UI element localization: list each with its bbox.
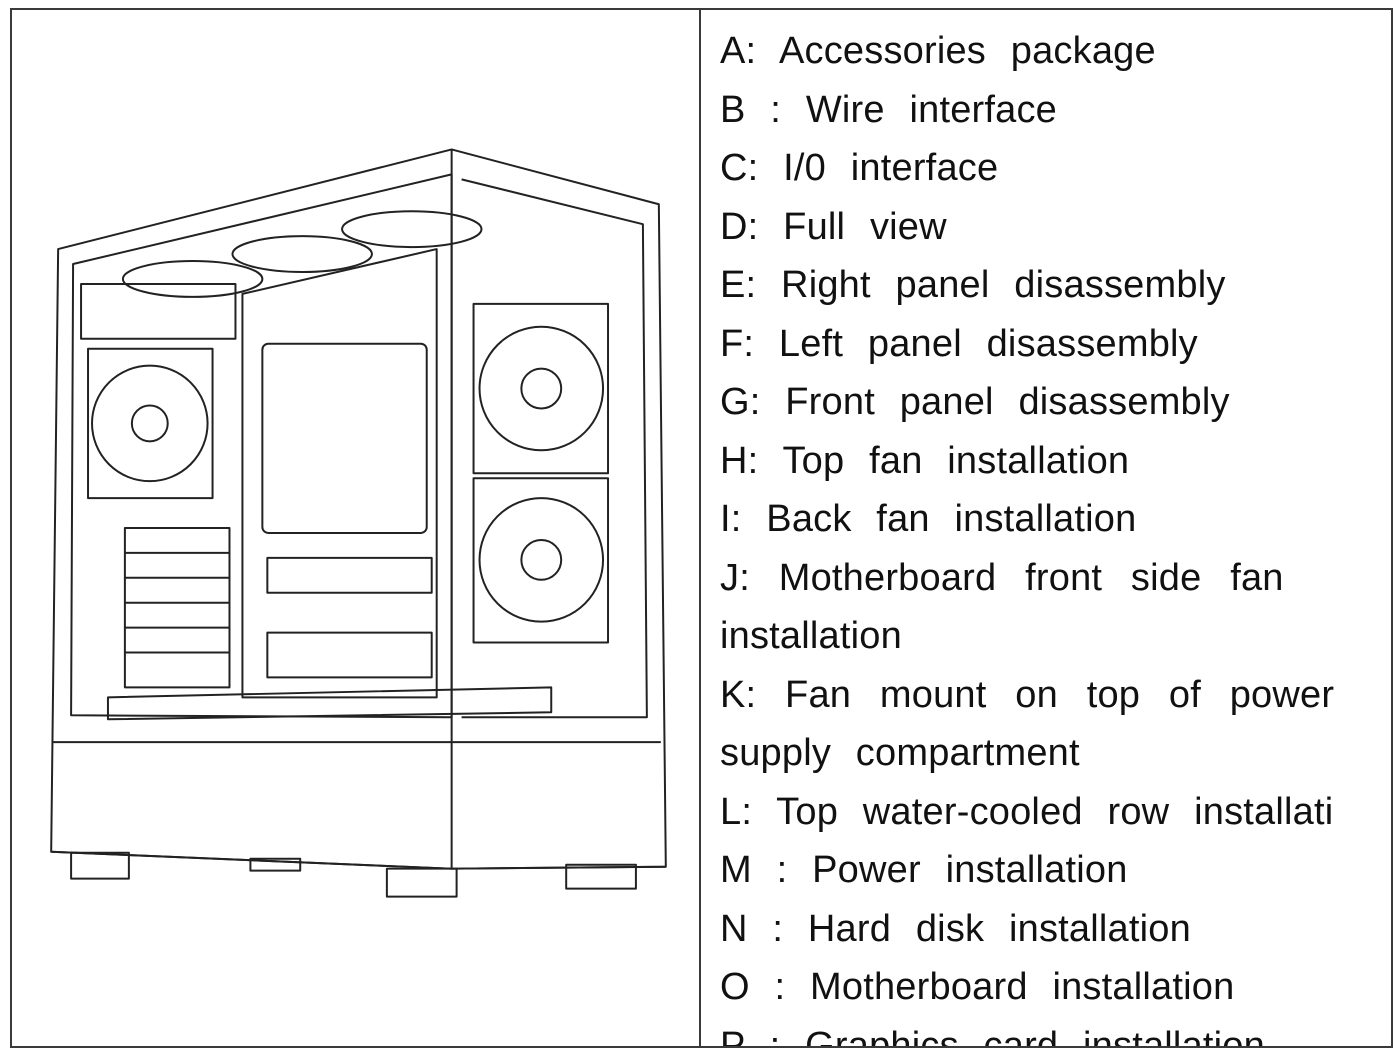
legend-item-i: I: Back fan installation (720, 498, 1137, 540)
front-fan-1-hub (520, 367, 563, 410)
legend-item-m: M : Power installation (720, 849, 1128, 891)
case-outline (50, 148, 667, 870)
rear-fan-ring (91, 364, 209, 483)
case-foot-1 (70, 851, 130, 880)
cpu-cutout (261, 342, 428, 534)
rear-fan-frame (87, 347, 214, 500)
legend-item-p: P : Graphics card installation (720, 1024, 1265, 1048)
legend-item-o: O : Motherboard installation (720, 966, 1235, 1008)
legend-item-d: D: Full view (720, 205, 947, 248)
pci-slot-bracket (123, 527, 231, 689)
front-fan-2-ring (478, 497, 605, 623)
shroud-bottom-line (51, 850, 666, 870)
side-glass-panel (70, 173, 453, 719)
legend-item-c: C: I/0 interface (720, 147, 999, 189)
front-glass-panel (461, 178, 648, 719)
front-fan-1-ring (478, 325, 605, 452)
legend-item-f: F: Left panel disassembly (720, 322, 1198, 365)
legend-item-n: N : Hard disk installation (720, 907, 1191, 950)
legend-item-j-continued: installation (720, 615, 902, 657)
pc-case-illustration (12, 10, 699, 1046)
cable-cutout-middle (266, 556, 433, 594)
legend-item-j: J: Motherboard front side fan (720, 556, 1284, 599)
shroud-fan-strip (106, 686, 553, 721)
parts-legend: A: Accessories package B : Wire interfac… (720, 22, 1391, 1048)
front-fan-1-frame (472, 302, 610, 475)
case-foot-4 (565, 863, 637, 890)
pc-case-drawing (50, 148, 667, 898)
legend-item-e: E: Right panel disassembly (720, 264, 1226, 306)
legend-item-g: G: Front panel disassembly (720, 381, 1230, 423)
top-fan-1 (121, 260, 264, 298)
legend-item-k: K: Fan mount on top of power (720, 673, 1335, 716)
column-divider (699, 10, 701, 1046)
legend-item-a: A: Accessories package (720, 30, 1156, 72)
legend-item-l: L: Top water-cooled row installati (720, 790, 1334, 833)
top-fan-3 (341, 210, 483, 249)
legend-item-b: B : Wire interface (720, 88, 1058, 131)
rear-vent-top (80, 282, 237, 340)
top-fan-2 (231, 235, 373, 273)
case-foot-3 (385, 867, 458, 898)
cable-cutout-bottom (266, 631, 433, 679)
legend-item-h: H: Top fan installation (720, 439, 1130, 482)
front-fan-2-hub (520, 538, 563, 581)
front-fan-2-frame (472, 477, 610, 644)
case-foot-2 (249, 857, 302, 872)
legend-item-k-continued: supply compartment (720, 732, 1080, 774)
motherboard-tray (241, 248, 438, 699)
rear-fan-hub (130, 404, 169, 443)
figure-frame: A: Accessories package B : Wire interfac… (10, 8, 1393, 1048)
